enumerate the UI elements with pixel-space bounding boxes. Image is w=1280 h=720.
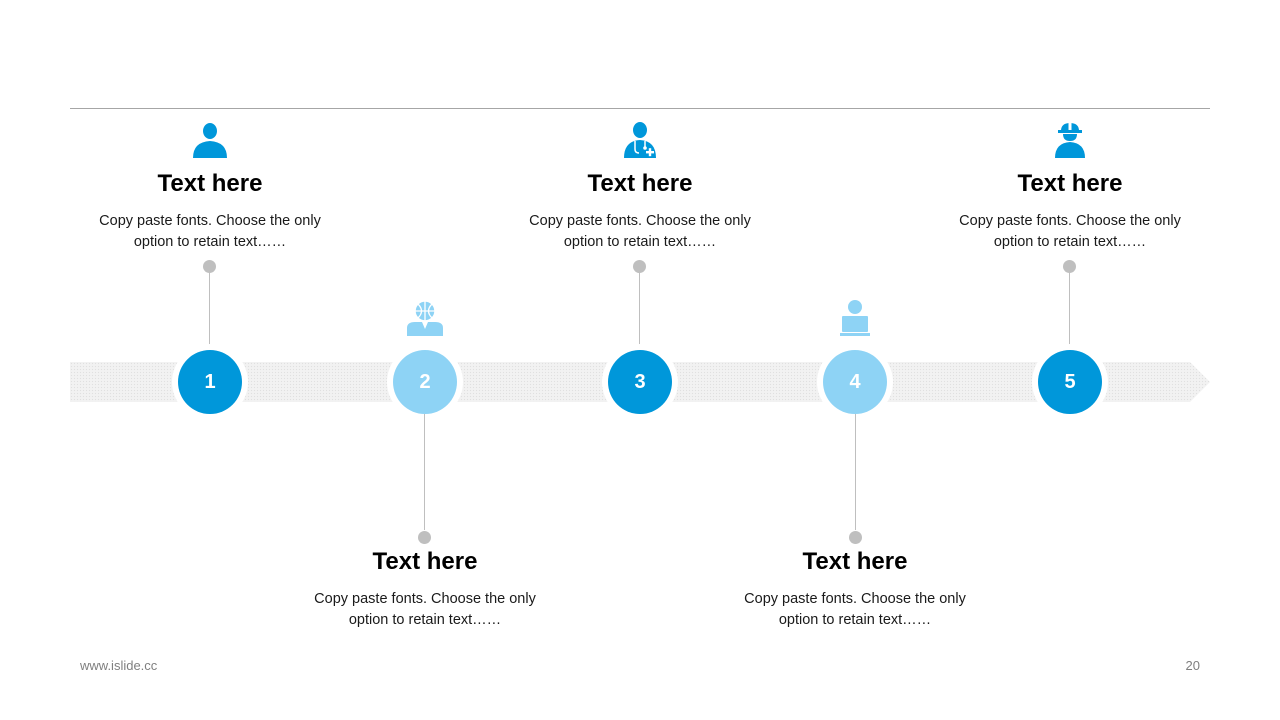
step-1-desc-line-2: option to retain text…… — [133, 234, 287, 250]
step-1-description: Copy paste fonts. Choose the only option… — [60, 211, 360, 253]
step-4-desc-line-1: Copy paste fonts. Choose the only — [744, 591, 966, 607]
step-2-title: Text here — [372, 548, 478, 575]
page-number: 20 — [1185, 658, 1200, 673]
step-2-desc-line-2: option to retain text…… — [348, 612, 502, 628]
step-5-title: Text here — [1017, 170, 1123, 197]
step-2-description: Copy paste fonts. Choose the only option… — [275, 589, 575, 631]
step-5-dot — [1063, 260, 1076, 273]
step-3-desc-line-1: Copy paste fonts. Choose the only — [529, 213, 751, 229]
top-divider — [70, 108, 1210, 109]
step-1-title: Text here — [157, 170, 263, 197]
person-laptop-icon — [840, 300, 870, 336]
step-5-circle: 5 — [1038, 350, 1102, 414]
footer-website: www.islide.cc — [80, 658, 158, 673]
step-5-desc-line-1: Copy paste fonts. Choose the only — [959, 213, 1181, 229]
step-3-title: Text here — [587, 170, 693, 197]
step-5-desc-line-2: option to retain text…… — [993, 234, 1147, 250]
step-2-connector — [424, 414, 425, 530]
step-3-connector — [639, 272, 640, 352]
step-4-circle: 4 — [823, 350, 887, 414]
doctor-icon — [624, 122, 656, 158]
step-2-circle: 2 — [393, 350, 457, 414]
step-2-dot — [418, 531, 431, 544]
step-4-title: Text here — [802, 548, 908, 575]
person-globe-icon — [407, 300, 443, 336]
step-1-connector — [209, 272, 210, 352]
person-icon — [193, 123, 227, 158]
step-4-description: Copy paste fonts. Choose the only option… — [705, 589, 1005, 631]
worker-helmet-icon — [1055, 122, 1085, 158]
step-3-desc-line-2: option to retain text…… — [563, 234, 717, 250]
step-1-circle: 1 — [178, 350, 242, 414]
step-1-desc-line-1: Copy paste fonts. Choose the only — [99, 213, 321, 229]
step-5-description: Copy paste fonts. Choose the only option… — [920, 211, 1220, 253]
step-4-dot — [849, 531, 862, 544]
step-5-connector — [1069, 272, 1070, 352]
step-2-desc-line-1: Copy paste fonts. Choose the only — [314, 591, 536, 607]
step-3-dot — [633, 260, 646, 273]
step-1-dot — [203, 260, 216, 273]
step-4-desc-line-2: option to retain text…… — [778, 612, 932, 628]
step-3-circle: 3 — [608, 350, 672, 414]
step-4-connector — [855, 414, 856, 530]
step-3-description: Copy paste fonts. Choose the only option… — [490, 211, 790, 253]
